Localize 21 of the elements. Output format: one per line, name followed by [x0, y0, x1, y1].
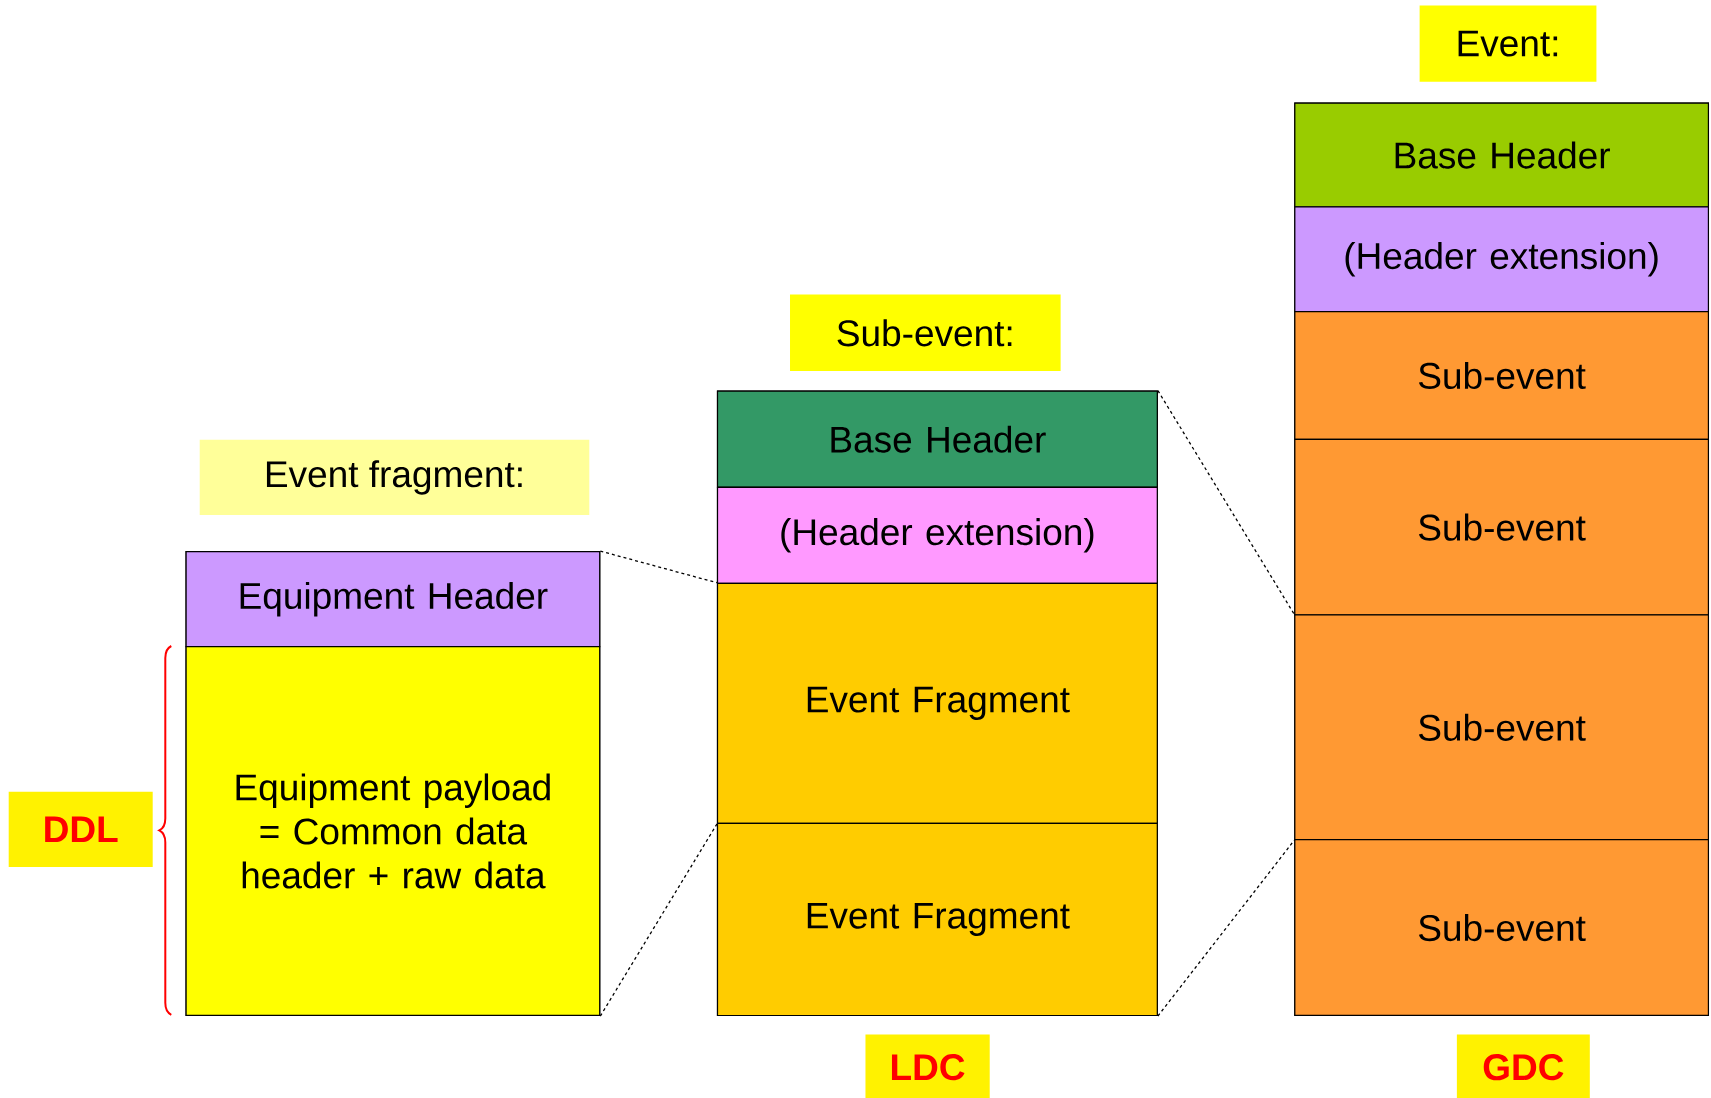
bus-label: DDL [8, 791, 153, 867]
heading-label: Event fragment: [199, 439, 590, 516]
field-box: Event Fragment [716, 582, 1158, 824]
field-box: (Header extension) [1294, 206, 1709, 313]
field-box: Sub-event [1294, 839, 1709, 1016]
field-box: Sub-event [1294, 614, 1709, 841]
heading-label: Sub-event: [790, 294, 1061, 371]
station-label: LDC [865, 1034, 990, 1098]
field-box: Event Fragment [716, 822, 1158, 1017]
heading-label: Event: [1419, 5, 1597, 82]
zoom-line [599, 823, 718, 1017]
field-box: (Header extension) [716, 486, 1158, 584]
station-label: GDC [1456, 1034, 1590, 1098]
field-box: Base Header [716, 390, 1158, 488]
zoom-line [1157, 389, 1295, 615]
field-box: Base Header [1294, 102, 1709, 208]
zoom-line [599, 550, 718, 584]
field-box: Equipment payload = Common data header + raw data [185, 646, 601, 1016]
field-box: Equipment Header [185, 551, 601, 648]
field-box: Sub-event [1294, 438, 1709, 616]
field-box: Sub-event [1294, 311, 1709, 440]
